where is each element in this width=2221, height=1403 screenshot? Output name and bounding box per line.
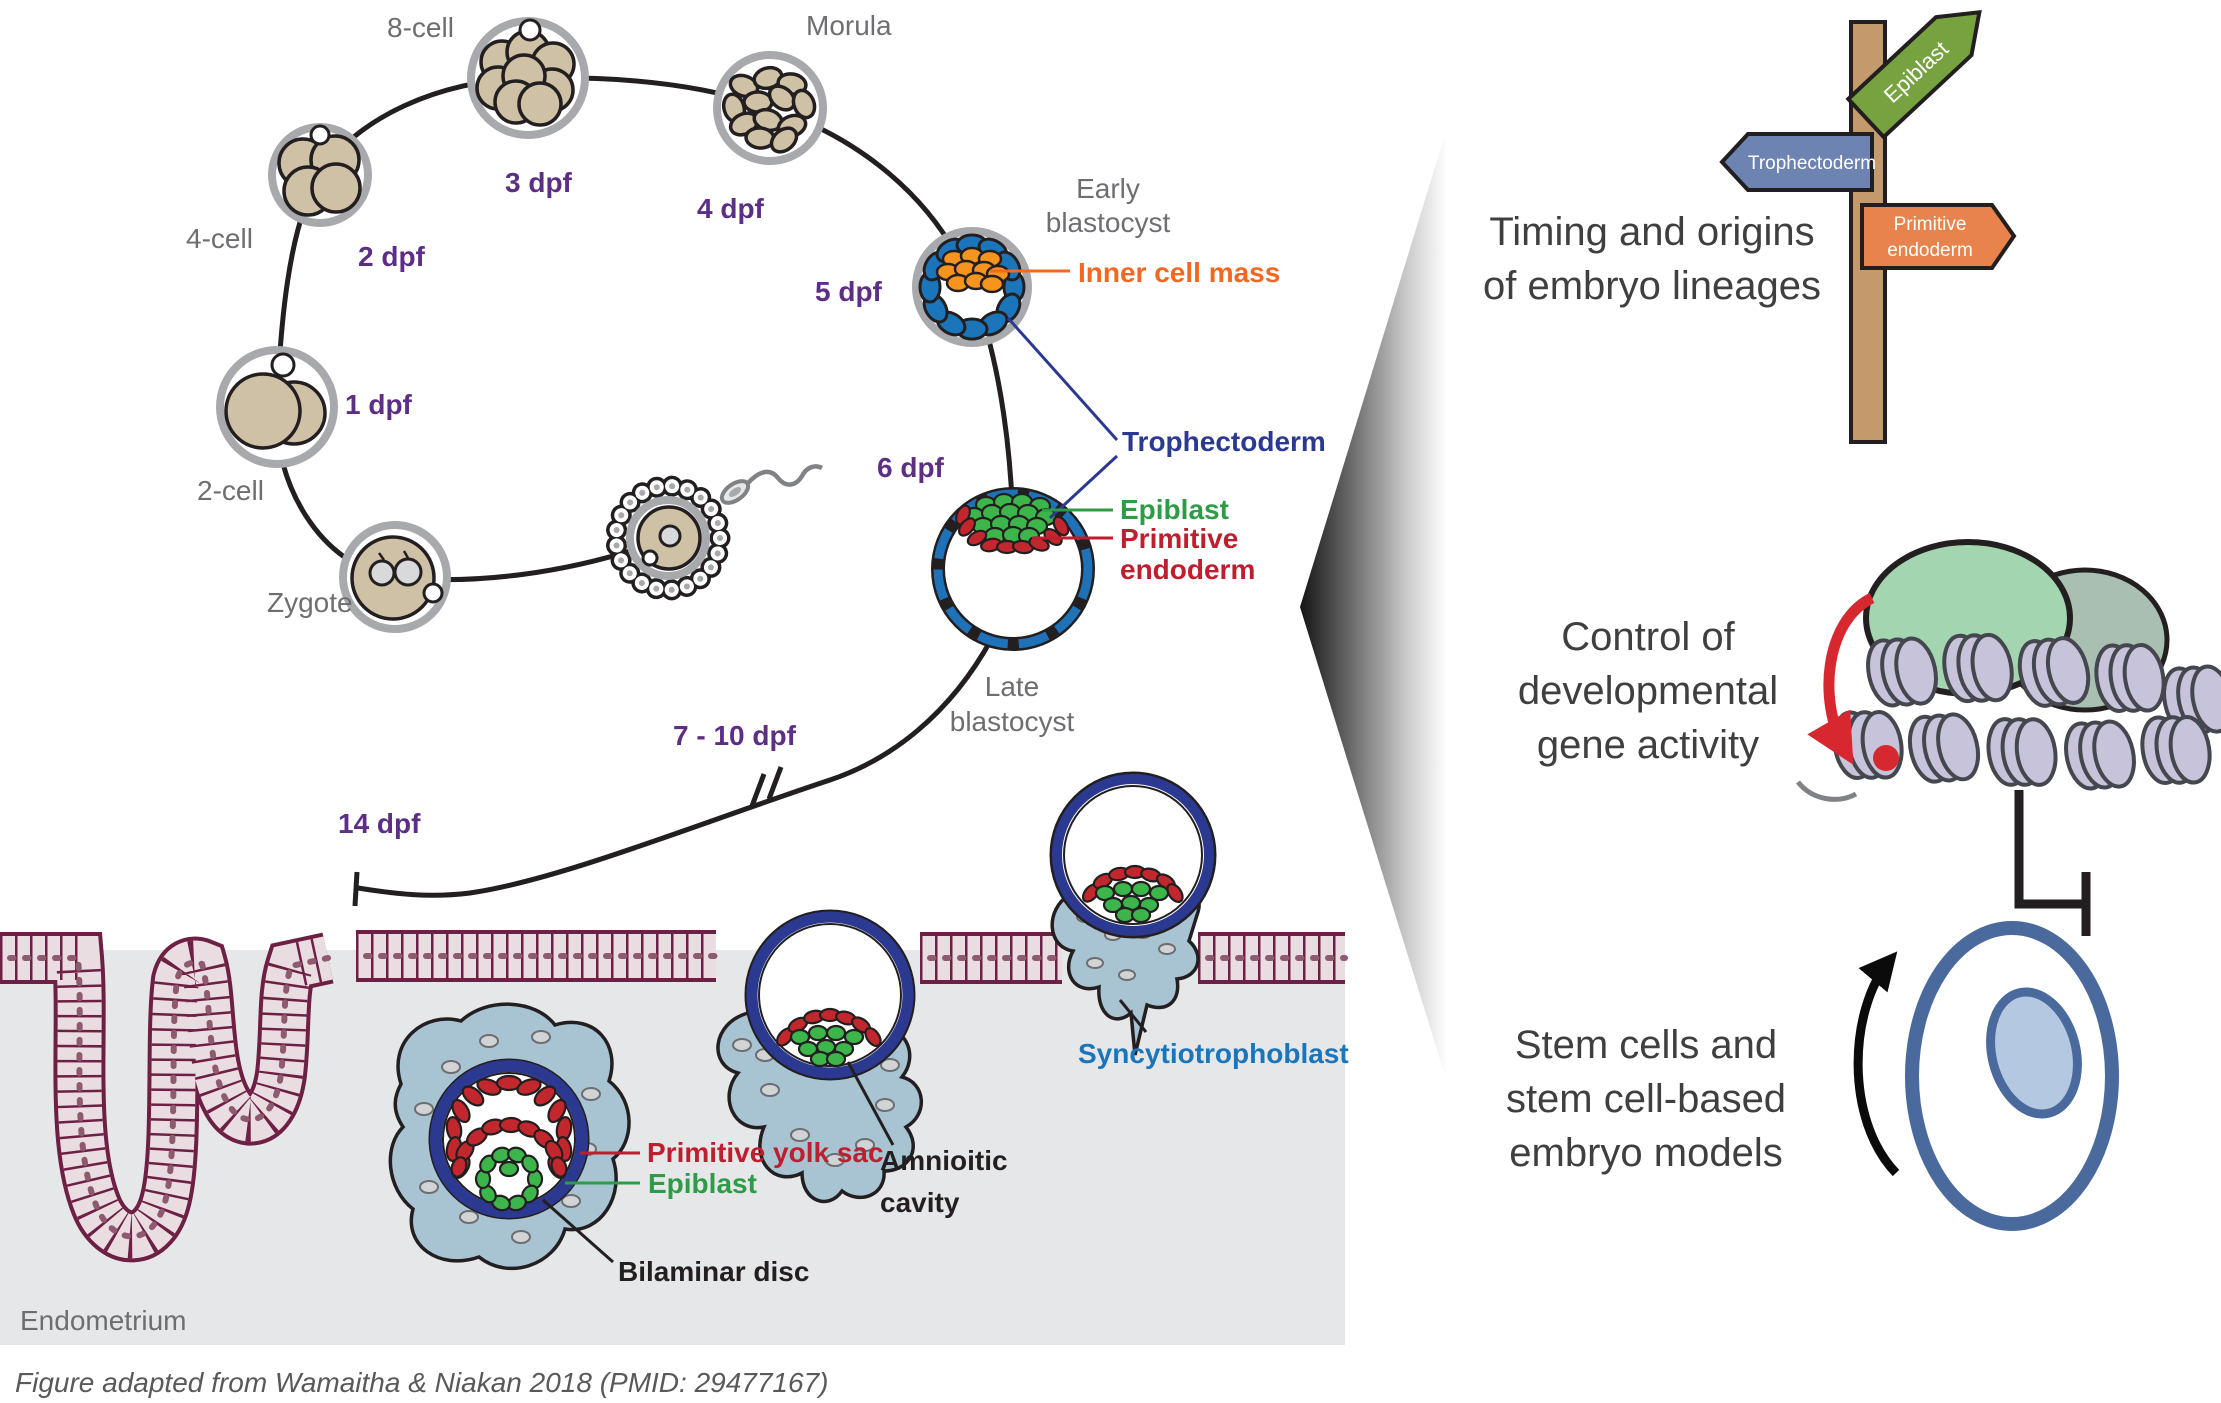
epiblast-label: Epiblast <box>1120 494 1229 525</box>
gene-inhibition-icon <box>2014 790 2086 909</box>
signpost-primitive-endoderm-sign: Primitive endoderm <box>1860 203 2017 270</box>
four-cell-illustration <box>268 123 372 227</box>
dpf-label-1: 1 dpf <box>345 389 413 420</box>
amniotic-epiblast-cells <box>789 1024 865 1068</box>
timeline-end-tick <box>352 871 360 907</box>
signpost-trophectoderm-sign: Trophectoderm <box>1719 132 1876 192</box>
repressor-dot-icon <box>1873 745 1899 771</box>
stage-label-early-blastocyst-2: blastocyst <box>1046 207 1171 238</box>
attaching-epiblast-cells <box>1094 880 1170 924</box>
endometrium-label: Endometrium <box>20 1305 187 1336</box>
heading-control-1: Control of <box>1561 615 1735 659</box>
right-panel: Timing and origins of embryo lineages Ep… <box>1483 10 2221 1231</box>
inner-cell-mass-label: Inner cell mass <box>1078 257 1280 288</box>
heading-timing-1: Timing and origins <box>1489 210 1814 254</box>
dpf-label-2: 2 dpf <box>358 241 426 272</box>
trophectoderm-label: Trophectoderm <box>1122 426 1326 457</box>
signpost-pe-text-2: endoderm <box>1887 240 1973 261</box>
dna-strand-icon <box>1796 780 1858 802</box>
syncytiotrophoblast-leader <box>1118 999 1148 1033</box>
bilaminar-disc-label: Bilaminar disc <box>618 1256 809 1287</box>
sperm-icon <box>719 464 824 505</box>
fertilization-illustration <box>605 464 824 601</box>
late-blastocyst-illustration <box>931 487 1095 651</box>
heading-stem-2: stem cell-based <box>1506 1077 1786 1121</box>
amniotic-cavity-label-1: Amnioitic <box>880 1145 1008 1176</box>
primitive-endoderm-label-2: endoderm <box>1120 554 1255 585</box>
trophectoderm-leader-1 <box>1006 317 1119 441</box>
zoom-wedge <box>1300 128 1447 1082</box>
dpf-label-4: 4 dpf <box>697 193 765 224</box>
implanted-embryo-illustration <box>388 1002 631 1271</box>
curve-break-tick <box>766 766 784 800</box>
zygote-illustration <box>339 521 451 633</box>
epiblast-cells <box>474 1146 544 1212</box>
amniotic-embryo-illustration <box>716 909 923 1204</box>
heading-control-3: gene activity <box>1537 723 1759 767</box>
dpf-label-6: 6 dpf <box>877 452 945 483</box>
stage-label-2-cell: 2-cell <box>197 475 264 506</box>
signpost-pe-text-1: Primitive <box>1894 214 1967 235</box>
heading-control-2: developmental <box>1518 669 1778 713</box>
heading-stem-3: embryo models <box>1509 1131 1782 1175</box>
dpf-label-3: 3 dpf <box>505 167 573 198</box>
amniotic-hypoblast-cells <box>775 1007 882 1047</box>
dpf-label-7-10: 7 - 10 dpf <box>673 720 797 751</box>
two-cell-illustration <box>216 346 338 468</box>
primitive-yolk-sac-cells <box>445 1074 573 1180</box>
early-blastocyst-illustration <box>912 227 1032 347</box>
chromatin-icon <box>1796 539 2221 936</box>
stage-label-late-blastocyst-2: blastocyst <box>950 706 1075 737</box>
stage-label-late-blastocyst-1: Late <box>985 671 1040 702</box>
stage-label-4-cell: 4-cell <box>186 223 253 254</box>
stage-label-zygote: Zygote <box>267 587 353 618</box>
figure-caption: Figure adapted from Wamaitha & Niakan 20… <box>15 1367 828 1398</box>
stem-cell-icon <box>1853 921 2119 1231</box>
endometrium-section <box>0 771 1345 1345</box>
stage-label-8-cell: 8-cell <box>387 12 454 43</box>
amniotic-cavity-leader <box>846 1061 895 1146</box>
repression-arrow-icon <box>1807 593 1875 765</box>
primitive-yolk-sac-label: Primitive yolk sac <box>647 1137 884 1168</box>
heading-timing-2: of embryo lineages <box>1483 264 1821 308</box>
dpf-label-14: 14 dpf <box>338 808 421 839</box>
amniotic-cavity-label-2: cavity <box>880 1187 960 1218</box>
dpf-label-5: 5 dpf <box>815 276 883 307</box>
syncytiotrophoblast-label: Syncytiotrophoblast <box>1078 1038 1349 1069</box>
stage-label-early-blastocyst-1: Early <box>1076 173 1140 204</box>
bilaminar-disc-leader <box>542 1198 614 1264</box>
trophectoderm-leader-2 <box>1048 454 1119 520</box>
stage-label-morula: Morula <box>806 10 892 41</box>
inner-cell-mass-cells <box>935 246 1011 294</box>
morula-illustration <box>713 51 827 165</box>
epiblast-lower-label: Epiblast <box>648 1168 757 1199</box>
post-implantation-curve <box>357 636 995 898</box>
attaching-blastocyst-illustration <box>1049 771 1217 1056</box>
self-renewal-arrow-icon <box>1853 951 1900 1177</box>
attaching-hypoblast-cells <box>1081 864 1184 903</box>
primitive-endoderm-label-1: Primitive <box>1120 523 1238 554</box>
late-epiblast-cells <box>962 492 1058 546</box>
eight-cell-illustration <box>467 17 589 139</box>
signpost-icon: Epiblast Trophectoderm Primitive endoder… <box>1719 10 2017 444</box>
heading-stem-1: Stem cells and <box>1515 1023 1777 1067</box>
curve-break-tick <box>749 773 767 807</box>
signpost-trophectoderm-text: Trophectoderm <box>1748 153 1876 174</box>
